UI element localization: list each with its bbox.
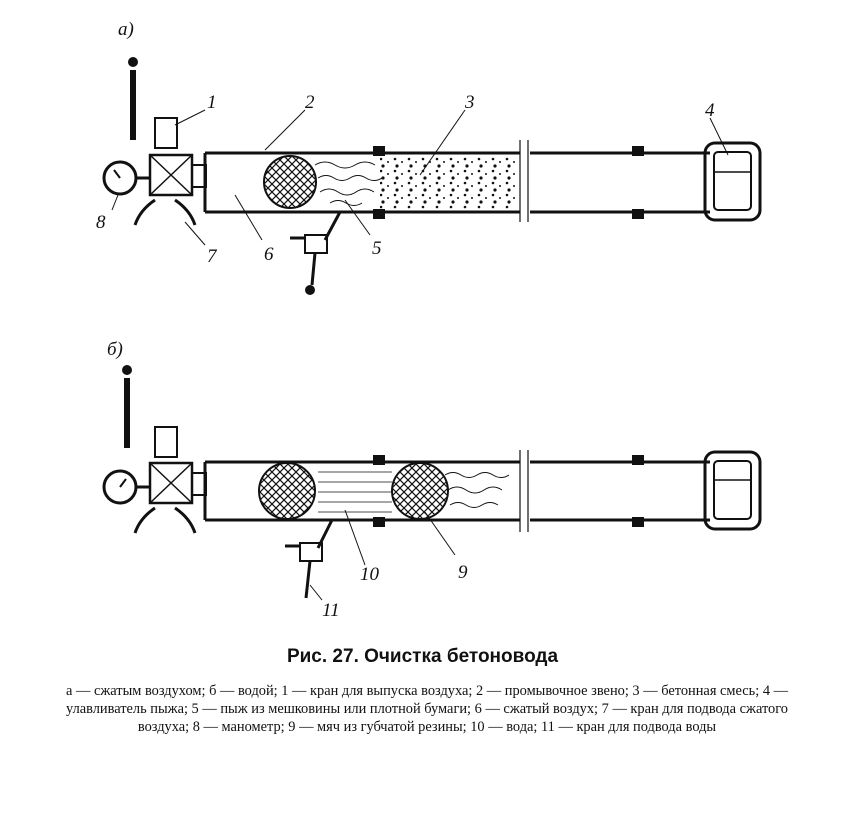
- label-3: 3: [464, 92, 475, 113]
- wad-catcher-icon: [703, 141, 762, 222]
- valve-icon: [122, 365, 207, 534]
- figure-legend: а — сжатым воздухом; б — водой; 1 — кран…: [65, 683, 789, 735]
- label-11: 11: [322, 600, 340, 620]
- label-6: 6: [264, 244, 274, 265]
- label-2: 2: [305, 92, 315, 113]
- label-7: 7: [207, 246, 218, 267]
- panel-b-letter: б): [107, 339, 123, 360]
- label-9: 9: [458, 562, 468, 583]
- panel-a-letter: а): [118, 19, 134, 40]
- wad-disc: [263, 155, 317, 209]
- pipe-clamp-icon: [373, 455, 644, 527]
- manometer-icon: [102, 160, 150, 196]
- label-4: 4: [705, 100, 715, 121]
- label-10: 10: [360, 564, 380, 585]
- concrete-texture: [314, 161, 383, 206]
- label-8: 8: [96, 212, 106, 233]
- label-5: 5: [372, 238, 382, 259]
- leader-lines-b: [309, 509, 456, 601]
- panel-b: б): [102, 339, 762, 620]
- residue-texture: [444, 472, 510, 508]
- sponge-ball-2: [391, 462, 449, 520]
- concrete-mixture: [380, 156, 518, 209]
- leader-lines-a: [111, 109, 729, 246]
- pipe-b: [203, 450, 710, 532]
- label-1: 1: [207, 92, 217, 113]
- manometer-icon: [102, 469, 150, 505]
- pipe-clamp-icon: [373, 146, 644, 219]
- concrete-pipe-cleaning-diagram: а): [96, 19, 762, 620]
- panel-a: а): [96, 19, 762, 295]
- valve-icon: [128, 57, 207, 226]
- water-valve-icon: [285, 519, 334, 599]
- water-fill: [318, 471, 392, 513]
- figure-title: Рис. 27. Очистка бетоновода: [286, 646, 559, 667]
- drain-valve-icon: [290, 211, 342, 295]
- wad-catcher-icon: [703, 450, 762, 531]
- sponge-ball-1: [258, 462, 316, 520]
